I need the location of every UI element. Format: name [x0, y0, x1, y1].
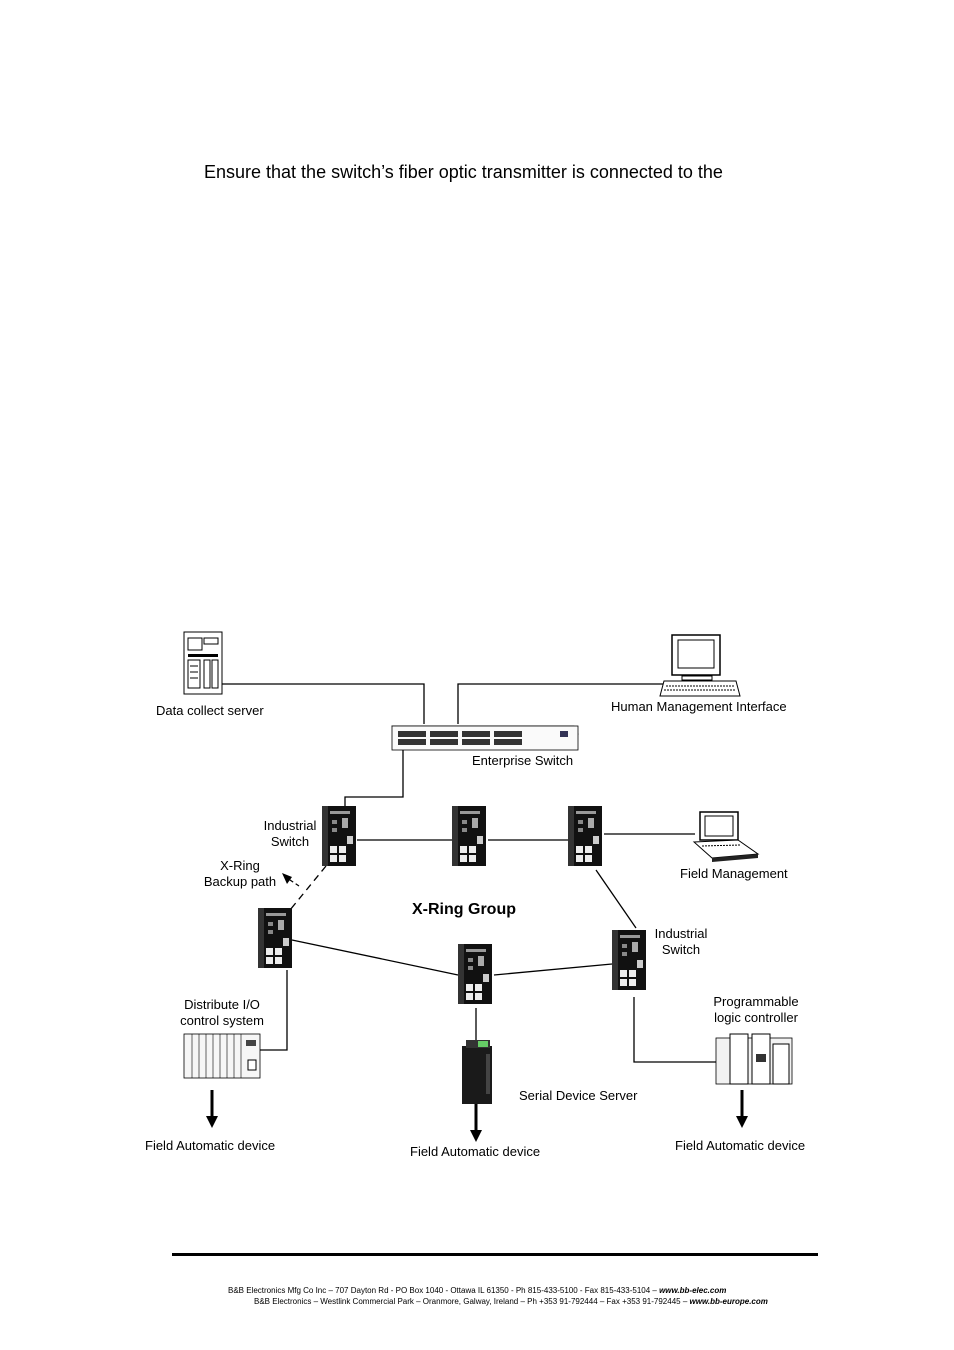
industrial-switch-top-center [452, 806, 486, 866]
server-icon [183, 631, 223, 695]
label-industrial-switch-left-2: Switch [271, 834, 309, 849]
label-data-collect-server: Data collect server [156, 703, 264, 718]
plc-icon [715, 1033, 793, 1085]
label-plc-1: Programmable [713, 994, 798, 1009]
label-xring-group: X-Ring Group [412, 901, 516, 918]
network-links [222, 683, 716, 1063]
label-xring-backup-2: Backup path [204, 874, 276, 889]
industrial-switch-top-left [322, 806, 356, 866]
label-plc-2: logic controller [714, 1010, 798, 1025]
arrow-down-icon [734, 1088, 750, 1130]
label-field-management: Field Management [680, 866, 788, 881]
footer-link-bb-europe[interactable]: www.bb-europe.com [689, 1297, 768, 1306]
footer-divider [172, 1253, 818, 1256]
industrial-switch-top-right [568, 806, 602, 866]
label-industrial-switch-right-1: Industrial [655, 926, 708, 941]
label-xring-backup-1: X-Ring [220, 858, 260, 873]
label-human-management-interface: Human Management Interface [611, 699, 787, 714]
footer-line-2-text: B&B Electronics – Westlink Commercial Pa… [254, 1297, 690, 1306]
laptop-icon [692, 811, 760, 862]
workstation-icon [659, 634, 741, 697]
label-serial-device-server: Serial Device Server [519, 1088, 638, 1103]
industrial-switch-left [258, 908, 292, 968]
io-rack-icon [183, 1033, 261, 1079]
footer-link-bb-elec[interactable]: www.bb-elec.com [659, 1286, 727, 1295]
industrial-switch-bottom-center [458, 944, 492, 1004]
label-field-automatic-device-left: Field Automatic device [145, 1138, 275, 1153]
arrow-down-icon [204, 1088, 220, 1130]
label-industrial-switch-left-1: Industrial [264, 818, 317, 833]
backup-path-dashed [289, 865, 327, 911]
enterprise-switch-icon [391, 725, 579, 751]
label-industrial-switch-right-2: Switch [662, 942, 700, 957]
intro-text: Ensure that the switch’s fiber optic tra… [204, 162, 723, 182]
label-enterprise-switch: Enterprise Switch [472, 753, 573, 768]
serial-device-server-icon [462, 1040, 492, 1104]
label-distribute-io-1: Distribute I/O [184, 997, 260, 1012]
industrial-switch-right [612, 930, 646, 990]
label-field-automatic-device-center: Field Automatic device [410, 1144, 540, 1159]
footer-line-2: B&B Electronics – Westlink Commercial Pa… [254, 1297, 768, 1306]
footer-line-1: B&B Electronics Mfg Co Inc – 707 Dayton … [228, 1286, 726, 1295]
arrow-down-icon [468, 1102, 484, 1144]
footer-line-1-text: B&B Electronics Mfg Co Inc – 707 Dayton … [228, 1286, 660, 1295]
label-distribute-io-2: control system [180, 1013, 264, 1028]
label-field-automatic-device-right: Field Automatic device [675, 1138, 805, 1153]
